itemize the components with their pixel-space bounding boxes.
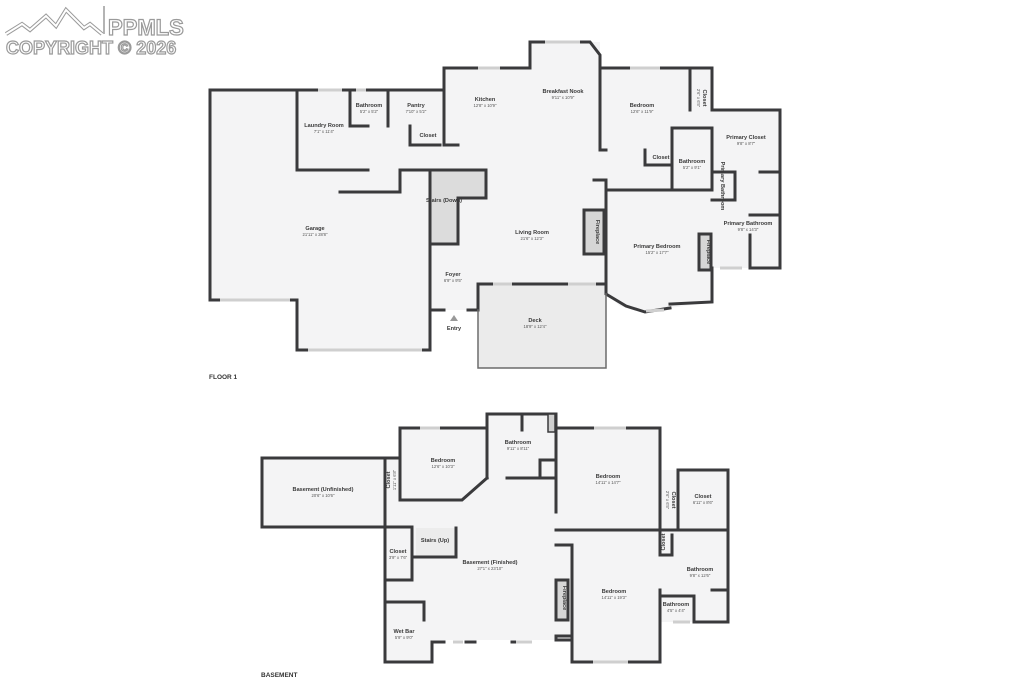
room-label: Fireplace — [705, 240, 711, 265]
fireplace-basement — [556, 580, 568, 620]
room-dimensions: 12'6" x 10'3" — [432, 464, 455, 469]
room-dimensions: 18'9" x 12'4" — [524, 324, 547, 329]
stairs-up-area — [416, 528, 456, 556]
room-label: Basement (Unfinished) — [293, 487, 354, 493]
room-label: Breakfast Nook — [542, 89, 584, 95]
room-dimensions: 12'6" x 11'9" — [631, 109, 654, 114]
room-label: Closet — [661, 533, 667, 550]
room-label: Bedroom — [602, 589, 627, 595]
room-label: Deck — [528, 318, 542, 324]
room-dimensions: 21'11" x 28'8" — [303, 232, 328, 237]
room-dimensions: 14'11" x 19'3" — [602, 595, 627, 600]
room-dimensions: 21'6" x 12'3" — [521, 236, 544, 241]
room-label: Closet — [419, 133, 436, 139]
room-label: Closet — [386, 471, 392, 488]
room-dimensions: 7'1" x 11'4" — [314, 129, 335, 134]
room-label: Foyer — [445, 272, 461, 278]
room-label: Closet — [652, 155, 669, 161]
room-label: Fireplace — [594, 220, 600, 245]
room-label: Bathroom — [356, 103, 382, 109]
room-dimensions: 27'1" x 23'10" — [477, 566, 503, 571]
room-label: Laundry Room — [304, 123, 343, 129]
room-dimensions: 3'9" x 7'6" — [389, 555, 408, 560]
room-dimensions: 1'11" x 6'8" — [392, 469, 397, 490]
room-label: Stairs (Down) — [426, 198, 462, 204]
room-label: Fireplace — [561, 586, 567, 611]
room-dimensions: 14'11" x 14'7" — [596, 480, 621, 485]
basement-label: BASEMENT — [261, 672, 298, 679]
floor-1-plan: Laundry Room 7'1" x 11'4" Bathroom 5'2" … — [208, 40, 782, 369]
room-dimensions: 9'11" x 10'9" — [552, 95, 575, 100]
room-label: Primary Closet — [726, 135, 766, 141]
room-label: Bathroom — [663, 602, 689, 608]
room-dimensions: 20'6" x 10'6" — [312, 493, 335, 498]
room-label: Wet Bar — [393, 629, 415, 635]
room-dimensions: 12'8" x 10'9" — [474, 103, 497, 108]
room-dimensions: 6'9" x 9'5" — [444, 278, 463, 283]
room-dimensions: 4'5" x 4'4" — [667, 608, 686, 613]
room-dimensions: 9'8" x 12'6" — [690, 573, 711, 578]
room-label: Closet — [670, 491, 676, 508]
room-label: Entry — [447, 326, 462, 332]
room-label: Kitchen — [475, 97, 496, 103]
copyright-text: COPYRIGHT © 2026 — [6, 38, 176, 58]
room-label: Primary Bathroom — [719, 162, 725, 211]
room-dimensions: 5'2" x 5'2" — [360, 109, 379, 114]
floor-1-label: FLOOR 1 — [209, 374, 238, 381]
room-dimensions: 2'6" x 6'5" — [665, 491, 670, 510]
stairs-down-area — [430, 170, 458, 244]
room-label: Living Room — [515, 230, 549, 236]
room-label: Primary Bathroom — [724, 221, 773, 227]
room-label: Basement (Finished) — [462, 560, 517, 566]
room-dimensions: 2'6" x 6'5" — [696, 89, 701, 108]
entry-arrow-icon — [450, 315, 458, 321]
room-label: Bedroom — [431, 458, 456, 464]
room-dimensions: 5'9" x 9'0" — [395, 635, 414, 640]
room-label: Closet — [701, 89, 707, 106]
room-label: Pantry — [407, 103, 425, 109]
room-label: Closet — [694, 494, 711, 500]
room-dimensions: 6'11" x 8'6" — [693, 500, 714, 505]
room-label: Bedroom — [596, 474, 621, 480]
room-dimensions: 7'10" x 5'2" — [406, 109, 427, 114]
fireplace-primary — [699, 234, 711, 270]
room-label: Bathroom — [505, 440, 531, 446]
room-label: Bathroom — [687, 567, 713, 573]
room-dimensions: 9'8" x 8'7" — [737, 141, 756, 146]
ppmls-watermark-logo: PPMLS COPYRIGHT © 2026 — [4, 6, 184, 58]
room-label: Bedroom — [630, 103, 655, 109]
room-dimensions: 9'11" x 8'11" — [507, 446, 530, 451]
room-dimensions: 9'8" x 14'3" — [738, 227, 759, 232]
room-label: Garage — [305, 226, 324, 232]
room-label: Bathroom — [679, 159, 705, 165]
deck-area — [479, 284, 606, 368]
fireplace-living — [584, 210, 604, 254]
room-label: Stairs (Up) — [421, 538, 449, 544]
basement-plan: Bedroom 12'6" x 10'3" Bathroom 9'11" x 8… — [260, 412, 730, 664]
room-dimensions: 15'2" x 17'7" — [646, 250, 669, 255]
mountain-icon — [4, 6, 104, 36]
room-label: Primary Bedroom — [634, 244, 681, 250]
brand-text: PPMLS — [108, 15, 184, 40]
room-dimensions: 5'2" x 9'1" — [683, 165, 702, 170]
room-label: Closet — [389, 549, 406, 555]
